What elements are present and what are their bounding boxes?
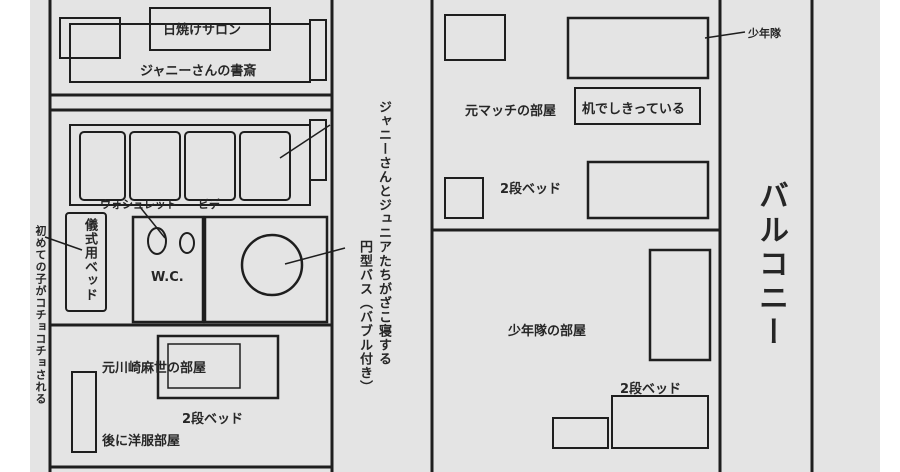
right-building-walls: [430, 0, 814, 472]
bunk-bed-label-top: 2段ベッド: [500, 182, 562, 197]
left-building-walls: [44, 0, 346, 472]
bidet-label: ビデ: [198, 198, 220, 211]
washlet-label: ウォシュレット: [100, 198, 177, 211]
first-child-note-label: 初めての子がコチョコチョされる: [34, 225, 47, 405]
match-room-label: 元マッチの部屋: [465, 104, 557, 119]
ceremony-bed-label: 儀式用ベッド: [82, 218, 97, 302]
balcony-label: バルコニー: [753, 180, 788, 350]
bunk-bed-label-bottom: 2段ベッド: [620, 382, 682, 397]
desk-partition-label: 机でしきっている: [582, 102, 685, 117]
shonentai-room-label: 少年隊の部屋: [508, 324, 587, 339]
round-bath-label: 円型バス（バブル付き）: [357, 240, 372, 394]
paper-background: [30, 0, 880, 472]
later-clothes-room-label: 後に洋服部屋: [102, 434, 181, 449]
shonentai-label: 少年隊: [748, 27, 781, 40]
bunk-bed-label-left: 2段ベッド: [182, 412, 244, 427]
janny-study-label: ジャニーさんの書斎: [140, 64, 257, 79]
motokawasaki-room-label: 元川崎麻世の部屋: [102, 361, 207, 376]
tanning-salon-label: 日焼けサロン: [163, 23, 242, 38]
wc-label: W.C.: [151, 270, 184, 285]
sleep-note-label: ジャニーさんとジュニアたちがざこ寝する: [341, 100, 393, 366]
